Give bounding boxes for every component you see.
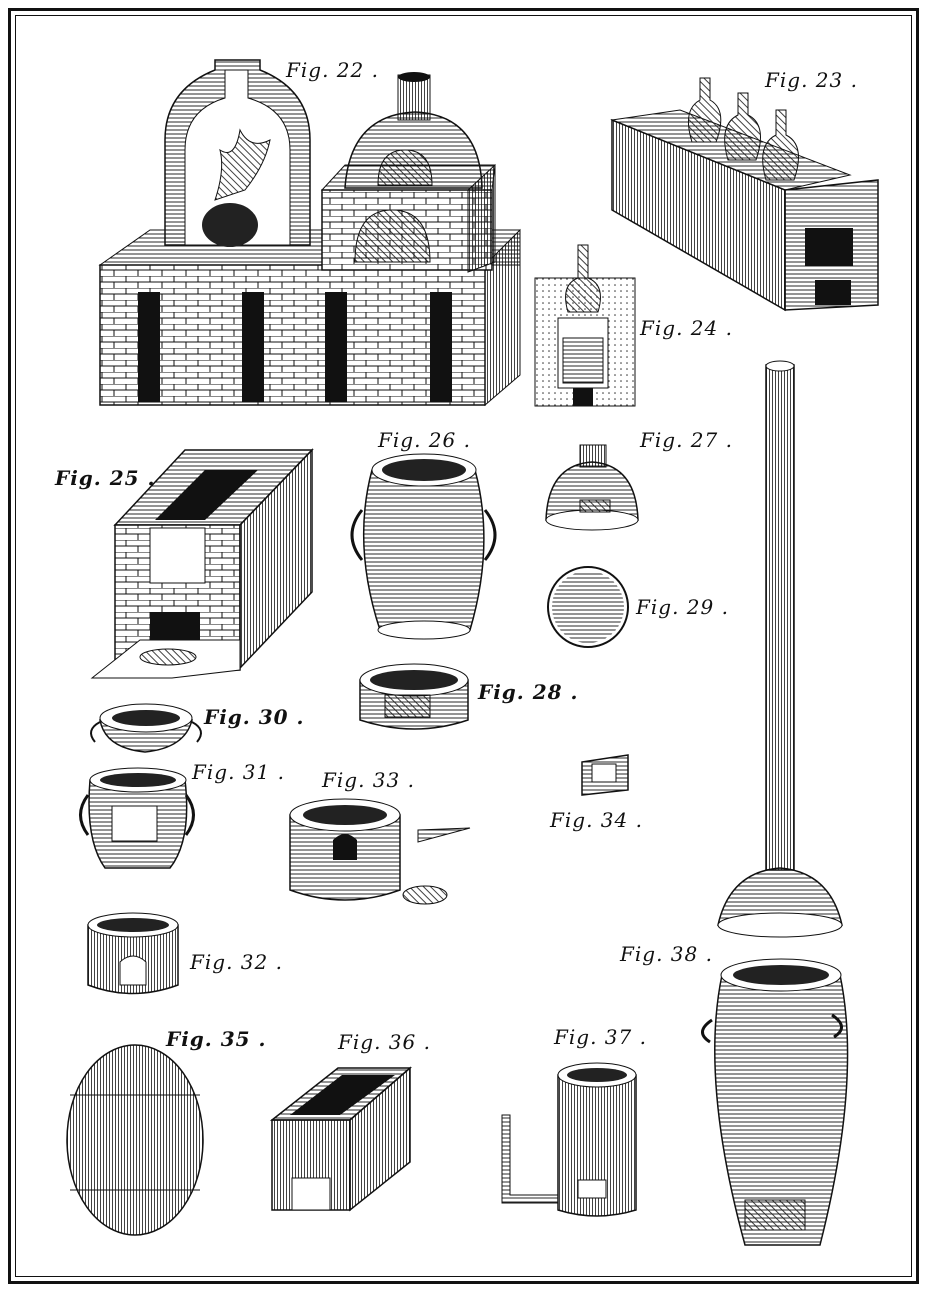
fig35-oval-plate: [66, 1044, 204, 1236]
caption-fig33: Fig. 33 .: [322, 768, 415, 792]
caption-fig30: Fig. 30 .: [204, 705, 305, 729]
fig29-grate: [547, 566, 629, 648]
caption-fig34: Fig. 34 .: [550, 808, 643, 832]
caption-fig31: Fig. 31 .: [192, 760, 285, 784]
caption-fig29: Fig. 29 .: [636, 595, 729, 619]
fig33-cylinder-with-cone: [289, 798, 471, 905]
fig23-long-furnace: [610, 77, 879, 312]
fig27-dome-lid: [545, 444, 639, 531]
plate-border-outer: [8, 8, 919, 1284]
fig30-basin: [90, 703, 202, 753]
caption-fig25: Fig. 25 .: [55, 466, 156, 490]
caption-fig38: Fig. 38 .: [620, 942, 713, 966]
fig24-furnace-section: [534, 244, 636, 407]
plate-border-inner: [15, 15, 912, 1277]
fig32-cylinder-furnace: [87, 912, 179, 995]
caption-fig24: Fig. 24 .: [640, 316, 733, 340]
caption-fig26: Fig. 26 .: [378, 428, 471, 452]
fig25-open-furnace: [90, 448, 314, 679]
caption-fig36: Fig. 36 .: [338, 1030, 431, 1054]
fig38-tall-furnace-with-pipe: [701, 360, 849, 1246]
fig26-barrel-furnace: [350, 453, 497, 640]
fig36-box-furnace: [269, 1066, 413, 1212]
fig37-column-furnace: [501, 1062, 637, 1217]
caption-fig27: Fig. 27 .: [640, 428, 733, 452]
fig34-door-frame: [581, 754, 629, 796]
fig28-ring-furnace: [359, 663, 469, 730]
caption-fig35: Fig. 35 .: [166, 1027, 267, 1051]
caption-fig23: Fig. 23 .: [765, 68, 858, 92]
fig31-pot: [79, 767, 195, 869]
caption-fig22: Fig. 22 .: [286, 58, 379, 82]
caption-fig37: Fig. 37 .: [554, 1025, 647, 1049]
caption-fig28: Fig. 28 .: [478, 680, 579, 704]
caption-fig32: Fig. 32 .: [190, 950, 283, 974]
fig22-brick-furnace: [98, 59, 521, 407]
